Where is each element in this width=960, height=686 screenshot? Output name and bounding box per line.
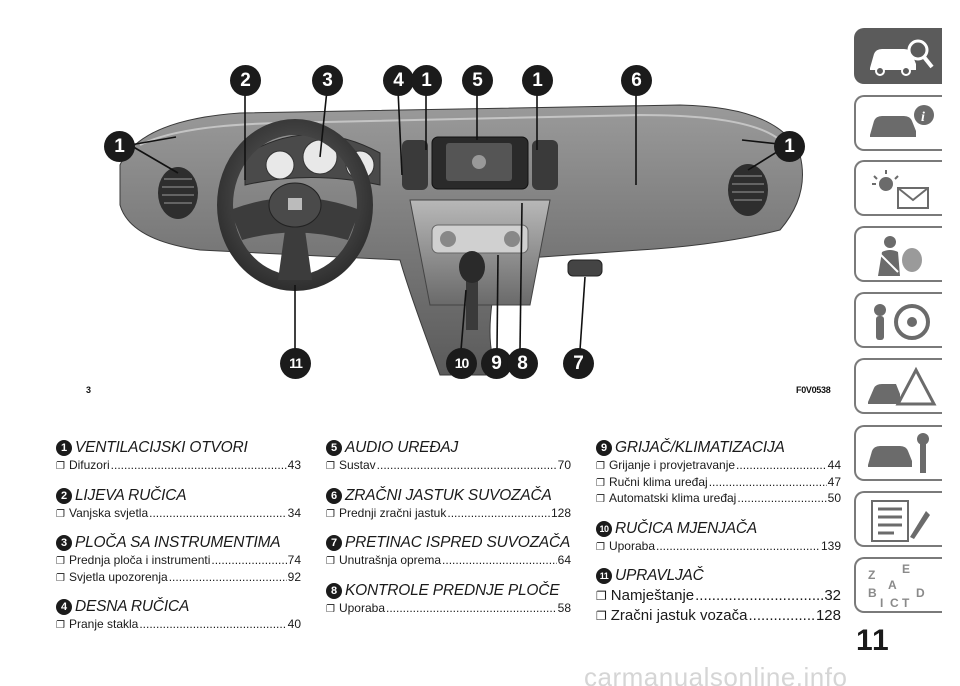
section-badge: 8 <box>326 582 342 599</box>
index-entry[interactable]: ❐Ručni klima uređaj47 <box>596 475 841 492</box>
svg-text:D: D <box>916 586 925 600</box>
section-title: PRETINAC ISPRED SUVOZAČA <box>345 534 571 551</box>
dashboard-figure: 1 2 3 4 1 5 1 6 1 11 10 9 8 7 3 F0V0538 <box>80 45 850 405</box>
svg-text:A: A <box>888 578 897 592</box>
section-title: LIJEVA RUČICA <box>75 486 187 504</box>
index-entry[interactable]: ❐Uporaba139 <box>596 539 841 556</box>
tab-warning-lights[interactable] <box>854 160 942 216</box>
index-entry[interactable]: ❐Prednji zračni jastuk128 <box>326 506 571 523</box>
svg-text:B: B <box>868 586 877 600</box>
section-title: UPRAVLJAČ <box>615 567 704 584</box>
callout-8: 8 <box>507 348 538 379</box>
section-title: KONTROLE PREDNJE PLOČE <box>345 581 560 599</box>
tab-emergency[interactable] <box>854 358 942 414</box>
svg-text:C: C <box>890 596 899 609</box>
index-entry[interactable]: ❐Zračni jastuk vozača128 <box>596 606 841 626</box>
index-entry[interactable]: ❐Unutrašnja oprema64 <box>326 553 571 570</box>
index-entry[interactable]: ❐Automatski klima uređaj50 <box>596 491 841 508</box>
index-entry[interactable]: ❐Uporaba58 <box>326 601 571 618</box>
section-title: PLOČA SA INSTRUMENTIMA <box>75 534 281 551</box>
index-entry[interactable]: ❐Vanjska svjetla34 <box>56 506 301 523</box>
index-entry[interactable]: ❐Prednja ploča i instrumenti74 <box>56 553 301 570</box>
dashboard-illustration <box>119 89 803 376</box>
tab-technical-data[interactable] <box>854 491 942 547</box>
car-service-icon <box>868 433 929 473</box>
section-badge: 10 <box>596 520 612 537</box>
callout-3: 3 <box>312 65 343 96</box>
callout-1-center-left: 1 <box>411 65 442 96</box>
tab-starting-driving[interactable] <box>854 292 942 348</box>
callout-2: 2 <box>230 65 261 96</box>
tab-dashboard-overview[interactable] <box>854 28 942 84</box>
tab-safety[interactable] <box>854 226 942 282</box>
section-badge: 1 <box>56 440 72 456</box>
svg-text:Z: Z <box>868 568 875 582</box>
section-badge: 7 <box>326 535 342 551</box>
figure-number: 3 <box>86 385 92 395</box>
section-title: VENTILACIJSKI OTVORI <box>75 439 248 456</box>
section-badge: 2 <box>56 487 72 504</box>
warning-lights-icon <box>872 170 929 209</box>
section-badge: 9 <box>596 440 612 456</box>
car-info-icon: i <box>870 105 934 137</box>
index-entry[interactable]: ❐Pranje stakla40 <box>56 617 301 634</box>
callout-9: 9 <box>481 348 512 379</box>
key-wheel-icon <box>874 304 930 340</box>
index-entry[interactable]: ❐Namještanje32 <box>596 586 841 606</box>
section-title: AUDIO UREĐAJ <box>345 439 459 456</box>
callout-7: 7 <box>563 348 594 379</box>
callout-11: 11 <box>280 348 311 379</box>
tab-maintenance[interactable] <box>854 425 942 481</box>
section-badge: 6 <box>326 487 342 504</box>
section-title: ZRAČNI JASTUK SUVOZAČA <box>345 486 552 504</box>
section-badge: 4 <box>56 599 72 615</box>
section-badge: 11 <box>596 568 612 584</box>
index-entry[interactable]: ❐Sustav70 <box>326 458 571 475</box>
accident-warning-icon <box>868 366 937 406</box>
callout-6: 6 <box>621 65 652 96</box>
watermark: carmanualsonline.info <box>584 662 848 686</box>
callout-1-right: 1 <box>774 131 805 162</box>
section-title: GRIJAČ/KLIMATIZACIJA <box>615 439 785 456</box>
callout-1-center-right: 1 <box>522 65 553 96</box>
svg-text:I: I <box>880 596 883 609</box>
specifications-icon <box>871 500 930 542</box>
svg-text:T: T <box>902 596 910 609</box>
svg-text:E: E <box>902 563 910 576</box>
section-title: RUČICA MJENJAČA <box>615 519 757 537</box>
section-title: DESNA RUČICA <box>75 598 190 615</box>
seatbelt-airbag-icon <box>878 236 922 276</box>
index-entry[interactable]: ❐Grijanje i provjetravanje44 <box>596 458 841 475</box>
figure-code: F0V0538 <box>796 385 831 395</box>
callout-4: 4 <box>383 65 414 96</box>
car-search-icon <box>870 39 934 76</box>
section-badge: 3 <box>56 535 72 551</box>
callout-5: 5 <box>462 65 493 96</box>
svg-text:i: i <box>921 110 925 125</box>
tab-vehicle-info[interactable]: i <box>854 95 942 151</box>
callout-10: 10 <box>446 348 477 379</box>
callout-1-left: 1 <box>104 131 135 162</box>
page-number: 11 <box>856 624 890 657</box>
index-entry[interactable]: ❐Difuzori43 <box>56 458 301 475</box>
index-entry[interactable]: ❐Svjetla upozorenja92 <box>56 570 301 587</box>
section-badge: 5 <box>326 440 342 456</box>
